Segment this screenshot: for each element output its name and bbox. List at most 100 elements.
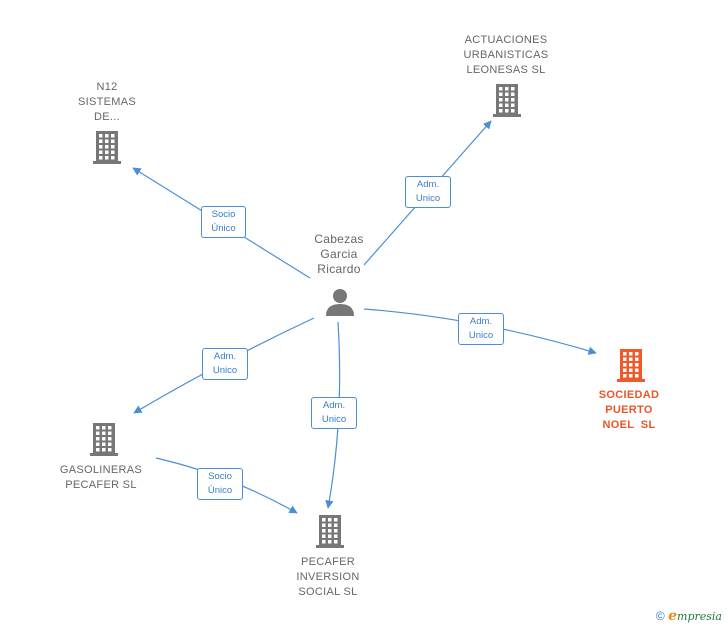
label-line: Garcia — [320, 247, 358, 261]
edge-label-to-pecafer: Adm. Unico — [311, 397, 357, 429]
label-line: SOCIAL SL — [298, 586, 358, 598]
building-icon-gasolineras[interactable] — [90, 423, 118, 456]
edge-label-line: Adm. — [213, 351, 237, 362]
building-window — [102, 437, 106, 441]
building-window — [623, 374, 627, 378]
building-window — [108, 437, 112, 441]
edge-label-to-n12: Socio Único — [201, 206, 246, 238]
building-window — [99, 156, 103, 160]
building-window — [99, 150, 103, 154]
node-label-gasolineras[interactable]: GASOLINERAS PECAFER SL — [50, 463, 152, 493]
building-window — [328, 518, 332, 522]
brand-initial: e — [668, 608, 678, 624]
building-icon-n12[interactable] — [93, 131, 121, 164]
building-window — [499, 98, 503, 102]
label-line: NOEL SL — [602, 419, 656, 431]
label-line: DE... — [94, 111, 120, 123]
building-window — [505, 98, 509, 102]
building-window — [96, 426, 100, 430]
label-line: Cabezas — [314, 232, 364, 246]
building-window — [102, 442, 106, 446]
brand-logo: empresia — [668, 608, 722, 624]
building-window — [111, 150, 115, 154]
edge-label-line: Unico — [212, 365, 238, 376]
edge-label-to-gasolineras: Adm. Unico — [202, 348, 248, 380]
node-label-pecafer[interactable]: PECAFER INVERSION SOCIAL SL — [282, 555, 374, 600]
node-label-n12[interactable]: N12 SISTEMAS DE... — [62, 80, 152, 125]
building-window — [105, 156, 109, 160]
building-base — [90, 453, 118, 456]
building-icon-actuaciones[interactable] — [493, 84, 521, 117]
person-icon[interactable] — [326, 289, 354, 316]
building-window — [505, 103, 509, 107]
building-window — [108, 431, 112, 435]
building-window — [322, 523, 326, 527]
edge-label-line: Adm. — [469, 316, 493, 327]
building-window — [105, 139, 109, 143]
building-window — [108, 448, 112, 452]
building-window — [96, 437, 100, 441]
edge-label-line: Unico — [321, 414, 347, 425]
building-window — [629, 368, 633, 372]
building-window — [505, 87, 509, 91]
building-window — [334, 523, 338, 527]
label-line: INVERSION — [296, 571, 360, 583]
building-window — [322, 534, 326, 538]
building-window — [511, 87, 515, 91]
building-window — [96, 448, 100, 452]
edge-label-to-actuaciones: Adm. Unico — [405, 176, 451, 208]
label-line: LEONESAS SL — [466, 64, 546, 76]
label-line: SISTEMAS — [77, 96, 137, 108]
copyright-symbol: © — [655, 609, 665, 623]
node-label-actuaciones[interactable]: ACTUACIONES URBANISTICAS LEONESAS SL — [446, 33, 566, 78]
building-window — [102, 431, 106, 435]
building-window — [629, 374, 633, 378]
building-window — [623, 368, 627, 372]
building-window — [102, 448, 106, 452]
building-window — [505, 109, 509, 113]
edge-label-line: Unico — [415, 193, 441, 204]
building-window — [108, 442, 112, 446]
building-window — [499, 92, 503, 96]
edge-label-line: Socio — [208, 471, 232, 482]
building-window — [111, 156, 115, 160]
footer-brand[interactable]: © empresia — [656, 608, 722, 624]
building-base — [493, 114, 521, 117]
building-window — [623, 363, 627, 367]
building-window — [499, 109, 503, 113]
building-window — [99, 145, 103, 149]
building-window — [334, 529, 338, 533]
building-window — [328, 529, 332, 533]
building-window — [322, 518, 326, 522]
building-window — [511, 92, 515, 96]
edge-label-line: Unico — [468, 330, 494, 341]
building-window — [105, 134, 109, 138]
building-window — [499, 103, 503, 107]
node-label-center-person[interactable]: Cabezas Garcia Ricardo — [298, 232, 380, 277]
label-line: N12 — [96, 81, 118, 93]
building-icon-sociedad[interactable] — [617, 349, 645, 382]
building-window — [629, 352, 633, 356]
building-window — [322, 529, 326, 533]
building-base — [93, 161, 121, 164]
building-window — [105, 145, 109, 149]
building-window — [105, 150, 109, 154]
building-window — [635, 363, 639, 367]
building-window — [111, 134, 115, 138]
building-window — [511, 98, 515, 102]
node-label-sociedad[interactable]: SOCIEDAD PUERTO NOEL SL — [582, 388, 676, 433]
label-line: ACTUACIONES — [464, 34, 548, 46]
building-icon-pecafer[interactable] — [316, 515, 344, 548]
building-window — [328, 534, 332, 538]
building-window — [108, 426, 112, 430]
building-window — [111, 145, 115, 149]
building-window — [99, 134, 103, 138]
building-base — [316, 545, 344, 548]
building-window — [96, 431, 100, 435]
building-window — [334, 518, 338, 522]
building-window — [635, 357, 639, 361]
building-window — [334, 534, 338, 538]
building-window — [505, 92, 509, 96]
building-window — [96, 442, 100, 446]
